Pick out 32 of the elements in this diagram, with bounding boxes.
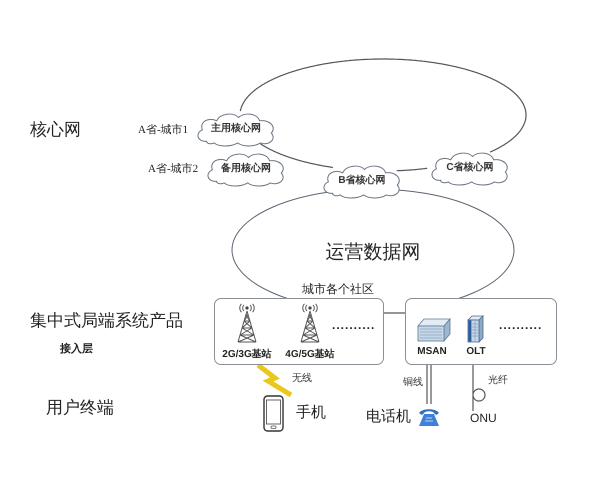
network-link bbox=[260, 143, 333, 168]
area-label: 城市各个社区 bbox=[302, 282, 374, 297]
lightning-bolt bbox=[256, 363, 292, 398]
ellipsis-dots: .......... bbox=[332, 318, 376, 333]
device-label: 4G/5G基站 bbox=[284, 348, 336, 361]
cloud-label: 备用核心网 bbox=[220, 162, 272, 176]
cloud-label: B省核心网 bbox=[337, 174, 387, 188]
ellipsis-dots: .......... bbox=[499, 318, 542, 333]
layer-label: 用户终端 bbox=[46, 398, 114, 418]
layer-label: 核心网 bbox=[30, 120, 81, 140]
edge-label: 光纤 bbox=[487, 375, 509, 387]
layer-label: 接入层 bbox=[60, 342, 93, 356]
layer-label: 集中式局端系统产品 bbox=[30, 311, 183, 331]
fiber-cable bbox=[472, 364, 486, 412]
device-label: 电话机 bbox=[366, 408, 411, 426]
equipment-panel bbox=[405, 298, 557, 365]
network-link bbox=[240, 58, 527, 153]
network-label: 运营数据网 bbox=[324, 242, 422, 264]
equipment-panel bbox=[214, 298, 384, 365]
location-label: A省-城市1 bbox=[138, 124, 188, 137]
edge-label: 无线 bbox=[291, 373, 313, 385]
double-wire bbox=[426, 364, 432, 405]
device-label: OLT bbox=[465, 345, 487, 358]
network-link bbox=[384, 312, 405, 314]
device-label: MSAN bbox=[416, 345, 448, 358]
cloud-label: C省核心网 bbox=[445, 161, 495, 175]
cloud-label: 主用核心网 bbox=[210, 122, 262, 136]
device-label: 手机 bbox=[296, 404, 326, 422]
location-label: A省-城市2 bbox=[148, 163, 198, 176]
device-label: 2G/3G基站 bbox=[221, 348, 273, 361]
edge-label: 铜线 bbox=[402, 377, 424, 389]
network-link bbox=[396, 168, 428, 172]
